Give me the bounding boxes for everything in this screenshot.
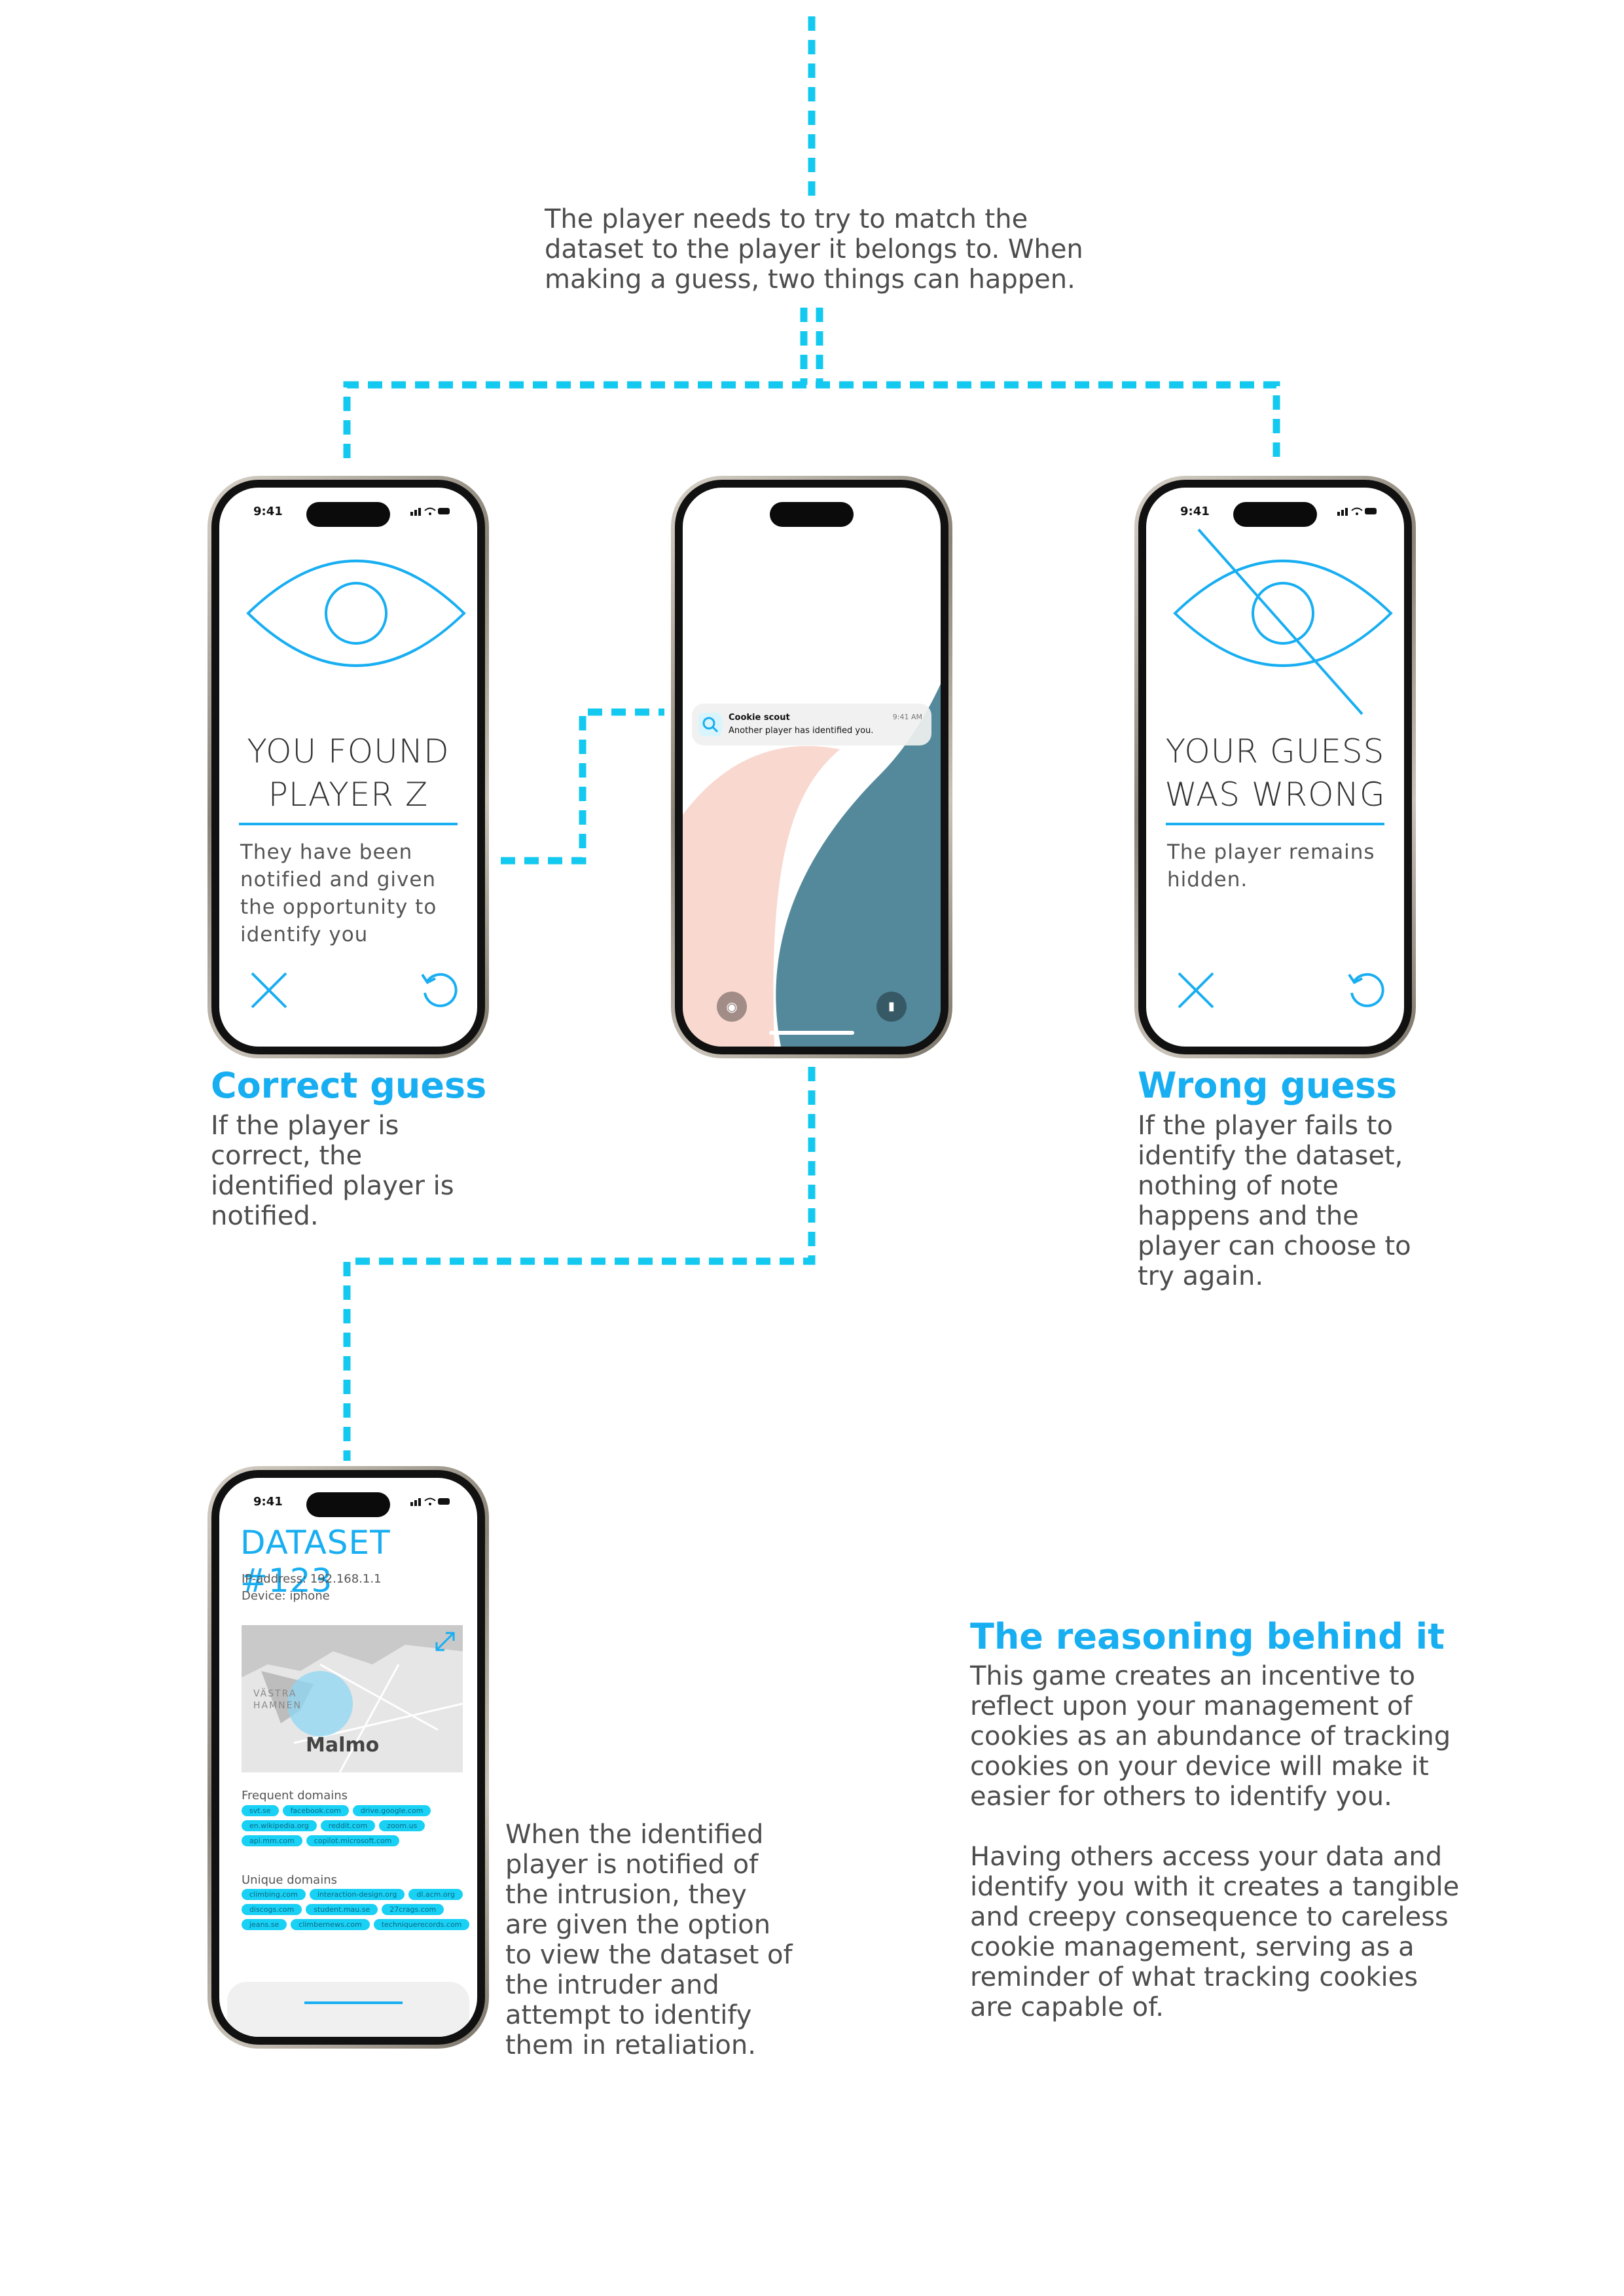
dataset-ip: IP-address: 192.168.1.1 [242, 1572, 382, 1586]
domain-chip[interactable]: facebook.com [283, 1805, 349, 1816]
lock-time: 9:41 [683, 561, 941, 633]
dynamic-island [770, 502, 854, 527]
notification-message: Another player has identified you. [729, 726, 873, 736]
eye-slash-icon [1172, 527, 1394, 717]
dataset-caption: When the identified player is notified o… [505, 1820, 793, 2060]
frequent-domains-label: Frequent domains [242, 1789, 348, 1803]
weather-widget: 72° Partly Cloudy H:88° L:64° [709, 643, 770, 679]
status-icons [410, 506, 451, 516]
domain-chip[interactable]: copilot.microsoft.com [306, 1835, 400, 1846]
domain-chip[interactable]: student.mau.se [306, 1904, 378, 1915]
reasoning-section: The reasoning behind it This game create… [970, 1617, 1468, 2022]
connector-correct-to-lock [501, 712, 664, 861]
lock-screen: Monday, 5 August 9:41 72° Partly Cloudy … [683, 488, 941, 1047]
camera-icon[interactable]: ◉ [717, 992, 747, 1022]
domain-chip[interactable]: interaction-design.org [310, 1889, 405, 1900]
domain-chip[interactable]: api.mm.com [242, 1835, 302, 1846]
phone-correct-guess: 9:41 YOU FOUND PLAYER Z They have been n… [208, 476, 489, 1058]
gauge-value: 67 [818, 649, 857, 666]
magnifier-icon [698, 713, 722, 736]
notification-app: Cookie scout [729, 713, 790, 723]
weather-desc: Partly Cloudy [709, 655, 770, 667]
app-icon [698, 713, 722, 736]
result-subtitle: They have been notified and given the op… [240, 838, 458, 948]
reasoning-heading: The reasoning behind it [970, 1617, 1468, 1657]
result-title-line2: PLAYER Z [219, 773, 477, 816]
sunset-label: PM [873, 665, 912, 671]
domain-chip[interactable]: svt.se [242, 1805, 279, 1816]
notification-time: 9:41 AM [893, 713, 922, 721]
domain-chip[interactable]: reddit.com [321, 1820, 375, 1831]
domain-chip[interactable]: jeans.se [242, 1919, 287, 1930]
domain-chip[interactable]: en.wikipedia.org [242, 1820, 317, 1831]
close-icon[interactable] [1176, 971, 1216, 1010]
sheet-handle[interactable] [304, 2001, 403, 2004]
map-district: VÄSTRA HAMNEN [253, 1688, 325, 1712]
retry-icon[interactable] [420, 971, 460, 1011]
title-divider [239, 823, 458, 825]
expand-icon[interactable] [434, 1630, 456, 1653]
frequent-domains-list: svt.se facebook.com drive.google.com en.… [242, 1805, 471, 1846]
dynamic-island [1233, 502, 1317, 527]
phone-wrong-guess: 9:41 YOUR GUESS WAS WRONG The player rem… [1134, 476, 1416, 1058]
sunset-icon: ▲ [873, 646, 912, 653]
result-title-line1: YOUR GUESS [1146, 730, 1404, 773]
sunset-time: 8:29 [873, 653, 912, 665]
status-time: 9:41 [253, 1495, 283, 1509]
domain-chip[interactable]: zoom.us [379, 1820, 425, 1831]
correct-guess-heading: Correct guess [211, 1066, 486, 1106]
connector-branch [347, 385, 1276, 458]
dynamic-island [306, 502, 390, 527]
domain-chip[interactable]: dl.acm.org [408, 1889, 463, 1900]
dynamic-island [306, 1492, 390, 1517]
phone-lock-screen: Monday, 5 August 9:41 72° Partly Cloudy … [671, 476, 952, 1058]
result-title-line1: YOU FOUND [219, 730, 477, 773]
result-title-line2: WAS WRONG [1146, 773, 1404, 816]
phone-dataset: 9:41 DATASET #123 IP-address: 192.168.1.… [208, 1466, 489, 2049]
home-indicator[interactable] [769, 1031, 854, 1035]
close-icon[interactable] [249, 971, 289, 1010]
gauge-max: 78 [840, 666, 848, 672]
retry-icon[interactable] [1346, 971, 1387, 1011]
intro-text: The player needs to try to match the dat… [545, 204, 1134, 295]
domain-chip[interactable]: techniquerecords.com [374, 1919, 470, 1930]
status-time: 9:41 [253, 505, 283, 518]
title-divider [1166, 823, 1384, 825]
status-icons [1337, 506, 1378, 516]
sunset-widget: ▲ 8:29 PM [873, 642, 912, 681]
reasoning-paragraph-2: Having others access your data and ident… [970, 1842, 1468, 2022]
result-subtitle: The player remains hidden. [1167, 838, 1384, 893]
weather-temp: 72° [709, 643, 770, 655]
dataset-device: Device: iphone [242, 1589, 330, 1603]
domain-chip[interactable]: climbernews.com [291, 1919, 369, 1930]
status-time: 9:41 [1180, 505, 1210, 518]
notification-card[interactable]: Cookie scout 9:41 AM Another player has … [692, 704, 931, 745]
bottom-sheet [227, 1982, 469, 2037]
domain-chip[interactable]: drive.google.com [353, 1805, 431, 1816]
wrong-guess-screen: 9:41 YOUR GUESS WAS WRONG The player rem… [1146, 488, 1404, 1047]
weather-range: H:88° L:64° [709, 667, 770, 679]
flashlight-icon[interactable]: ▮ [876, 992, 907, 1022]
reasoning-paragraph-1: This game creates an incentive to reflec… [970, 1661, 1468, 1812]
dataset-screen: 9:41 DATASET #123 IP-address: 192.168.1.… [219, 1478, 477, 2037]
map-city: Malmo [306, 1734, 379, 1757]
status-icons [410, 1496, 451, 1507]
correct-guess-screen: 9:41 YOU FOUND PLAYER Z They have been n… [219, 488, 477, 1047]
unique-domains-list: climbing.com interaction-design.org dl.a… [242, 1889, 471, 1930]
dataset-title: DATASET #123 [240, 1524, 477, 1600]
gauge-widget: 67 50 78 [816, 642, 859, 685]
domain-chip[interactable]: discogs.com [242, 1904, 302, 1915]
domain-chip[interactable]: climbing.com [242, 1889, 306, 1900]
correct-guess-body: If the player is correct, the identified… [211, 1111, 473, 1231]
wrong-guess-body: If the player fails to identify the data… [1138, 1111, 1445, 1291]
location-map[interactable]: VÄSTRA HAMNEN Malmo [242, 1625, 463, 1772]
eye-icon [245, 548, 467, 679]
unique-domains-label: Unique domains [242, 1873, 337, 1887]
gauge-min: 50 [827, 666, 835, 672]
domain-chip[interactable]: 27crags.com [382, 1904, 444, 1915]
wrong-guess-heading: Wrong guess [1138, 1066, 1397, 1106]
